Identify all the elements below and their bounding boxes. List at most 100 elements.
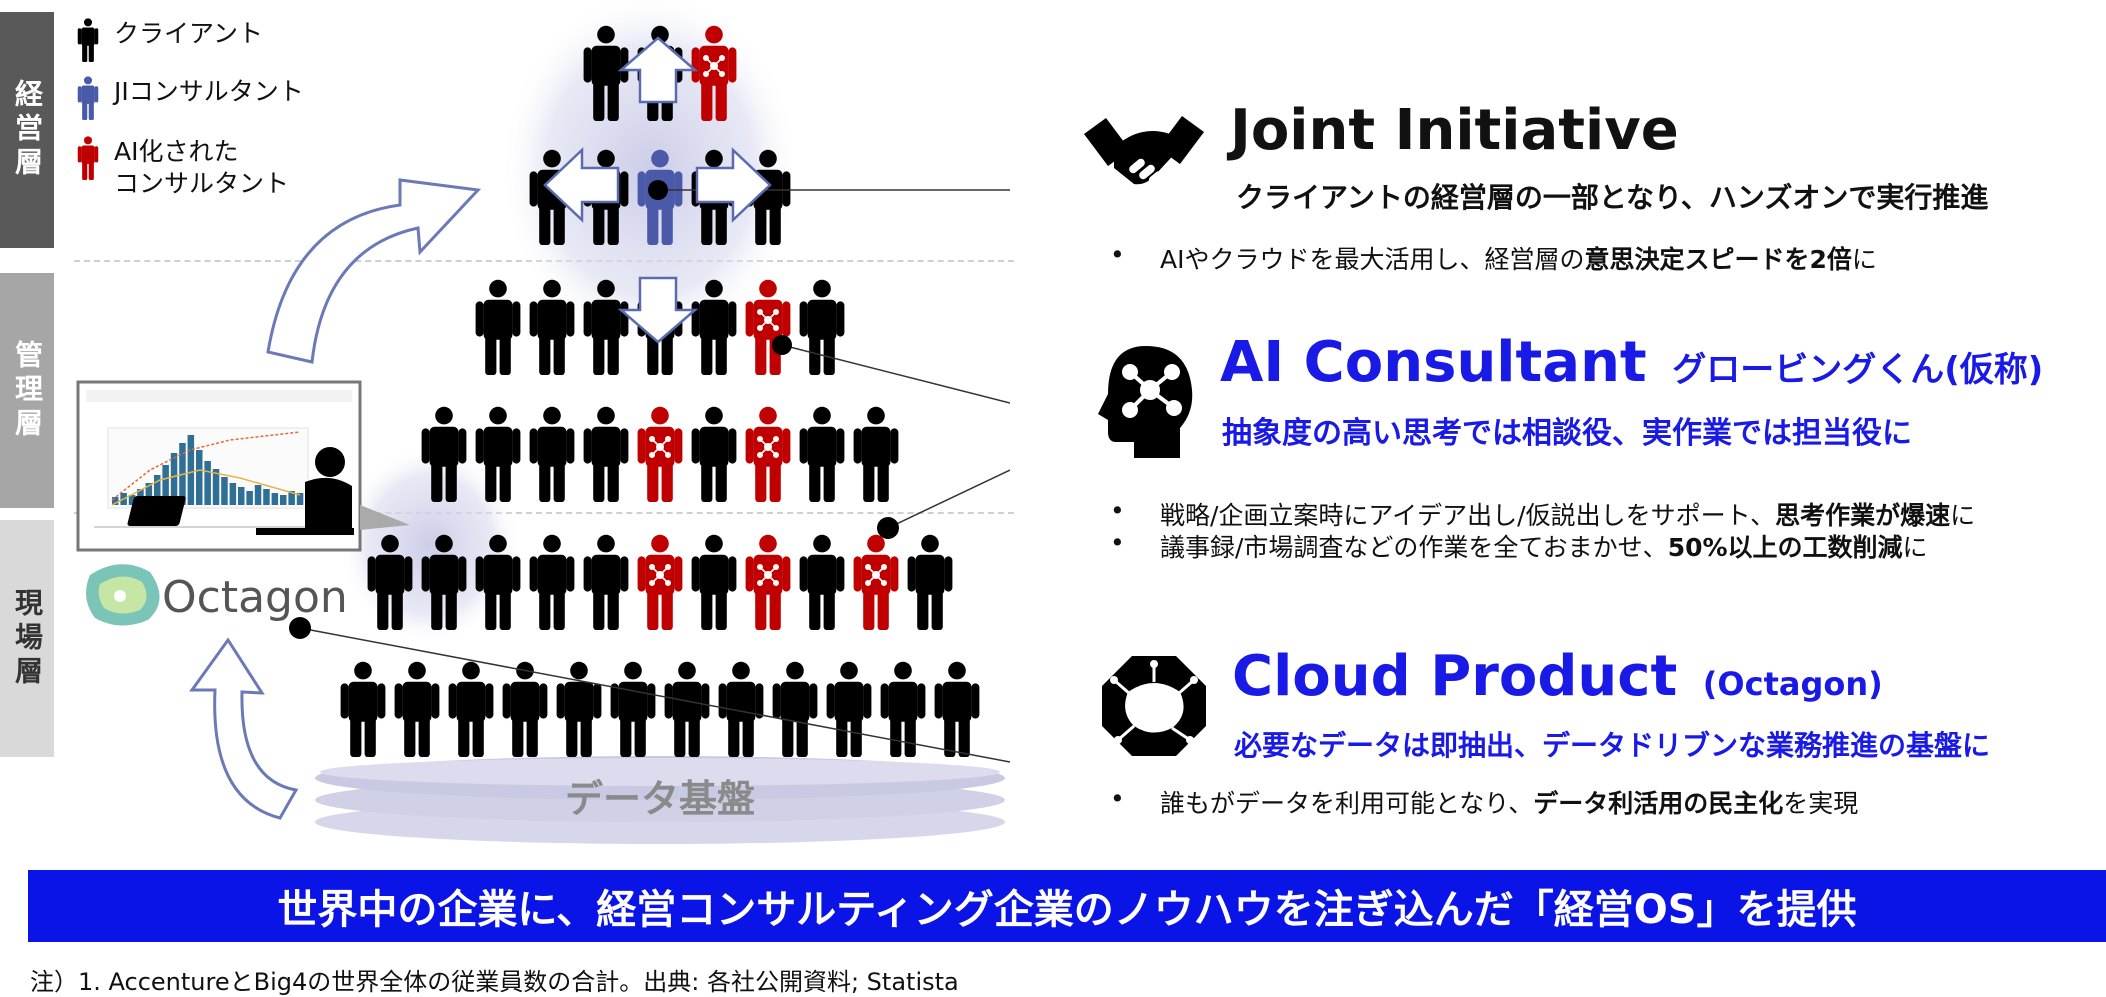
joint-initiative-subtitle: クライアントの経営層の一部となり、ハンズオンで実行推進 [1236, 181, 1989, 214]
ai-network-icon [648, 563, 671, 586]
screen-histogram-bar [271, 493, 279, 505]
data-platform-base [315, 756, 1005, 844]
person-red-icon [76, 136, 100, 180]
pointer-dot-joint [648, 180, 668, 200]
pyramid-person-black [583, 534, 629, 630]
ai-bullet-1-text: 戦略/企画立案時にアイデア出し/仮説出しをサポート、 [1160, 501, 1776, 530]
person-black-icon [76, 18, 100, 62]
pyramid-person-black [907, 534, 953, 630]
cloud-bullet-suffix: を実現 [1783, 789, 1859, 818]
pyramid-person-black [826, 661, 872, 757]
dashboard-screen-mock [76, 380, 362, 552]
pyramid-person-black [394, 661, 440, 757]
pyramid-person-black [448, 661, 494, 757]
screen-histogram-bar [187, 435, 195, 505]
pyramid-person-black [718, 661, 764, 757]
ai-network-icon [864, 563, 887, 586]
divider-mgmt-field [74, 512, 1014, 514]
pyramid-person-black [529, 534, 575, 630]
tier-mgmt-label: 管理層 [11, 339, 44, 442]
ai-bullet-2-suffix: に [1902, 533, 1928, 562]
pyramid-person-black [502, 661, 548, 757]
cloud-bullet: •誰もがデータを利用可能となり、データ利活用の民主化を実現 [1110, 784, 1859, 818]
pyramid-person-black [799, 534, 845, 630]
cloud-product-subtitle: 必要なデータは即抽出、データドリブンな業務推進の基盤に [1234, 729, 1991, 762]
ai-bullet-2-bold: 50%以上の工数削減 [1667, 533, 1903, 562]
summary-banner: 世界中の企業に、経営コンサルティング企業のノウハウを注ぎ込んだ「経営OS」を提供 [28, 870, 2106, 942]
cloud-bullet-bold: データ利活用の民主化 [1533, 789, 1784, 818]
ai-consultant-title-text: AI Consultant [1220, 330, 1647, 395]
octagon-network-icon [1102, 656, 1206, 756]
ai-bullet-1-bold: 思考作業が爆速 [1775, 501, 1951, 530]
screen-histogram-bar [112, 497, 119, 505]
ai-network-icon [702, 54, 725, 78]
pointer-dot-cloud [289, 617, 311, 639]
data-platform-label: データ基盤 [565, 777, 755, 821]
screen-histogram-bar [280, 495, 287, 505]
cloud-bullet-text: 誰もがデータを利用可能となり、 [1160, 789, 1534, 818]
pyramid-person-black [529, 406, 575, 502]
pyramid-person-red [637, 406, 683, 502]
ai-consultant-title: AI Consultant グロービングくん(仮称) [1220, 330, 2043, 395]
ai-consultant-title-suffix: グロービングくん(仮称) [1672, 350, 2044, 390]
pyramid-person-black [664, 661, 710, 757]
footnote: 注）1. AccentureとBig4の世界全体の従業員数の合計。出典: 各社公… [30, 968, 959, 996]
arrow-up-icon [617, 36, 699, 104]
joint-initiative-title: Joint Initiative [1230, 98, 1679, 163]
screen-histogram-bar [154, 475, 161, 505]
tier-mgmt-bar: 管理層 [0, 273, 54, 508]
cloud-product-title-suffix: (Octagon) [1702, 665, 1883, 703]
pyramid-person-red [745, 406, 791, 502]
legend-label-ji-consultant: JIコンサルタント [114, 77, 304, 106]
tier-exec-bar: 経営層 [0, 12, 54, 248]
octagon-logo-text: Octagon [162, 572, 348, 623]
pyramid-person-black [583, 406, 629, 502]
screen-histogram-bar [221, 477, 228, 505]
screen-callout-tail [360, 505, 410, 530]
ai-bullet-1-suffix: に [1950, 501, 1976, 530]
tier-exec-label: 経営層 [11, 79, 44, 181]
arrow-down-icon [617, 276, 699, 344]
pyramid-person-black [853, 406, 899, 502]
screen-histogram-bar [296, 493, 304, 505]
ai-bullet-2: •議事録/市場調査などの作業を全ておまかせ、50%以上の工数削減に [1110, 528, 1928, 562]
joint-bullet: •AIやクラウドを最大活用し、経営層の意思決定スピードを2倍に [1110, 240, 1877, 274]
pyramid-person-black [934, 661, 980, 757]
ai-network-icon [756, 435, 779, 458]
pyramid-person-red [745, 534, 791, 630]
person-blue-icon [76, 76, 100, 120]
curved-arrow-bottom-icon [189, 637, 299, 820]
pointer-dot-ai-1 [772, 335, 792, 355]
joint-bullet-suffix: に [1851, 245, 1877, 274]
legend-item-client: クライアント [76, 18, 263, 62]
legend-label-client: クライアント [114, 19, 264, 48]
screen-histogram-bar [229, 483, 237, 505]
pointer-line-ai-1 [781, 344, 1010, 404]
pyramid-diagram: Octagon データ基盤 [76, 0, 1010, 844]
screen-histogram-bar [162, 465, 169, 505]
screen-histogram-bar [254, 485, 262, 505]
screen-histogram-bar [128, 495, 136, 505]
ai-network-icon [756, 563, 779, 586]
person-at-desk-icon [127, 447, 354, 535]
handshake-icon [1084, 116, 1204, 185]
cloud-product-title: Cloud Product (Octagon) [1232, 644, 1883, 709]
pyramid-person-black [691, 534, 737, 630]
screen-histogram-bar [246, 491, 253, 505]
screen-histogram-bar [288, 491, 295, 505]
joint-bullet-bold: 意思決定スピードを2倍 [1584, 245, 1852, 274]
ai-bullet-2-text: 議事録/市場調査などの作業を全ておまかせ、 [1160, 533, 1668, 562]
ai-bullet-1: •戦略/企画立案時にアイデア出し/仮説出しをサポート、思考作業が爆速に [1110, 496, 1976, 530]
pyramid-person-red [853, 534, 899, 630]
screen-histogram-bar [238, 487, 245, 505]
pyramid-person-black [772, 661, 818, 757]
pyramid-person-black [610, 661, 656, 757]
pyramid-person-black [691, 406, 737, 502]
legend-item-ji-consultant: JIコンサルタント [76, 76, 304, 120]
ai-brain-head-icon [1098, 346, 1193, 458]
summary-banner-text: 世界中の企業に、経営コンサルティング企業のノウハウを注ぎ込んだ「経営OS」を提供 [277, 887, 1857, 933]
pointer-line-ai-2 [887, 469, 1010, 529]
ai-network-icon [648, 435, 671, 458]
screen-histogram-bar [145, 483, 153, 505]
pyramid-person-black [880, 661, 926, 757]
